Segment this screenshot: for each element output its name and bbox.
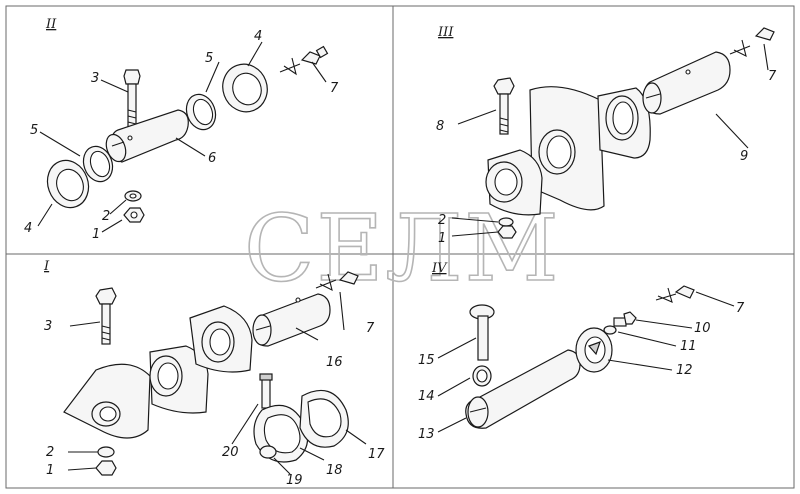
- callout-3: 3: [91, 71, 99, 86]
- callout-10: 10: [694, 321, 711, 336]
- nut-part: [95, 460, 117, 476]
- section-i-parts: [63, 271, 367, 476]
- grease-fitting-part: [315, 271, 359, 292]
- callout-2: 2: [438, 213, 446, 228]
- pin-small-part: [259, 445, 277, 459]
- callout-19: 19: [286, 473, 303, 488]
- pin-part: [105, 109, 189, 163]
- callout-20: 20: [222, 445, 239, 460]
- callout-17: 17: [368, 447, 385, 462]
- callout-5: 5: [205, 51, 213, 66]
- grease-fitting-part: [729, 27, 775, 58]
- bracket-block-part: [63, 363, 151, 439]
- callout-4: 4: [254, 29, 262, 44]
- callout-15: 15: [418, 353, 435, 368]
- section-iii-parts: [451, 27, 775, 239]
- callout-4: 4: [24, 221, 32, 236]
- washer-part: [97, 446, 115, 458]
- section-ii-parts: [37, 41, 329, 233]
- callout-12: 12: [676, 363, 693, 378]
- callout-13: 13: [418, 427, 435, 442]
- seal-part: [46, 159, 90, 209]
- washer-part: [603, 325, 617, 335]
- callout-7: 7: [768, 69, 777, 84]
- callout-7: 7: [330, 81, 339, 96]
- section-title-iv: IV: [431, 261, 448, 276]
- callout-2: 2: [46, 445, 54, 460]
- bushing-part: [82, 145, 114, 183]
- grease-fitting-part: [279, 45, 329, 76]
- callout-1: 1: [438, 231, 446, 246]
- callout-14: 14: [418, 389, 435, 404]
- section-title-i: I: [43, 259, 50, 274]
- section-iv-parts: [437, 285, 735, 433]
- clamp-bolt-part: [261, 377, 271, 409]
- callout-7: 7: [736, 301, 745, 316]
- washer-part: [498, 217, 514, 227]
- callout-8: 8: [436, 119, 444, 134]
- bolt-part: [95, 287, 117, 305]
- bolt-part: [493, 77, 515, 95]
- bushing-part: [185, 93, 217, 131]
- callout-11: 11: [680, 339, 697, 354]
- callout-1: 1: [46, 463, 54, 478]
- callout-18: 18: [326, 463, 343, 478]
- watermark: СЕЛМ: [244, 195, 561, 302]
- callout-7: 7: [366, 321, 375, 336]
- callout-5: 5: [30, 123, 38, 138]
- callout-9: 9: [740, 149, 748, 164]
- section-title-ii: II: [45, 17, 57, 32]
- panel-borders: [5, 5, 795, 489]
- callout-16: 16: [326, 355, 343, 370]
- section-title-iii: III: [437, 25, 454, 40]
- callout-2: 2: [102, 209, 110, 224]
- nut-part: [497, 225, 517, 239]
- grease-fitting-part: [655, 285, 695, 303]
- bolt-part: [613, 317, 627, 327]
- callout-6: 6: [208, 151, 216, 166]
- callout-3: 3: [44, 319, 52, 334]
- callout-1: 1: [92, 227, 100, 242]
- seal-part: [222, 63, 268, 113]
